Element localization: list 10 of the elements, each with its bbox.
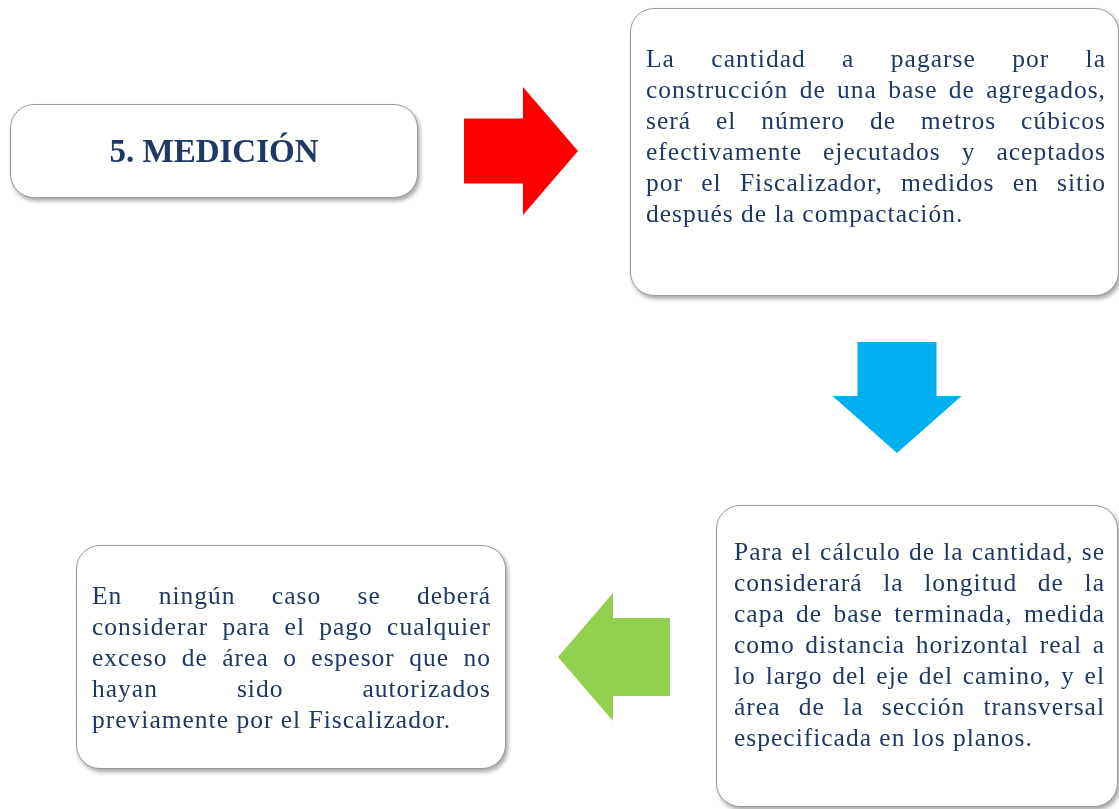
block-arrow bbox=[464, 87, 578, 215]
block-arrow bbox=[832, 342, 962, 453]
text-box bbox=[630, 8, 1119, 296]
text-box bbox=[10, 104, 418, 198]
block-arrow bbox=[558, 593, 670, 721]
paragraph: En ningún caso se deberá considerar para el pago cualquier exceso de área o espesor que no hayan sido autorizados previamente por el Fiscalizador. bbox=[92, 579, 491, 735]
paragraph: Para el cálculo de la cantidad, se considerará la longitud de la capa de base terminada, medida como distancia horizontal real a lo largo del eje del camino, y el área de la sección transversal especificada en los planos. bbox=[734, 536, 1105, 753]
paragraph: La cantidad a pagarse por la construcción de una base de agregados, será el número de metros cúbicos efectivamente ejecutados y aceptados por el Fiscalizador, medidos en sitio después de la compactación. bbox=[646, 43, 1106, 229]
text-box bbox=[716, 505, 1118, 807]
text-box bbox=[76, 545, 506, 769]
